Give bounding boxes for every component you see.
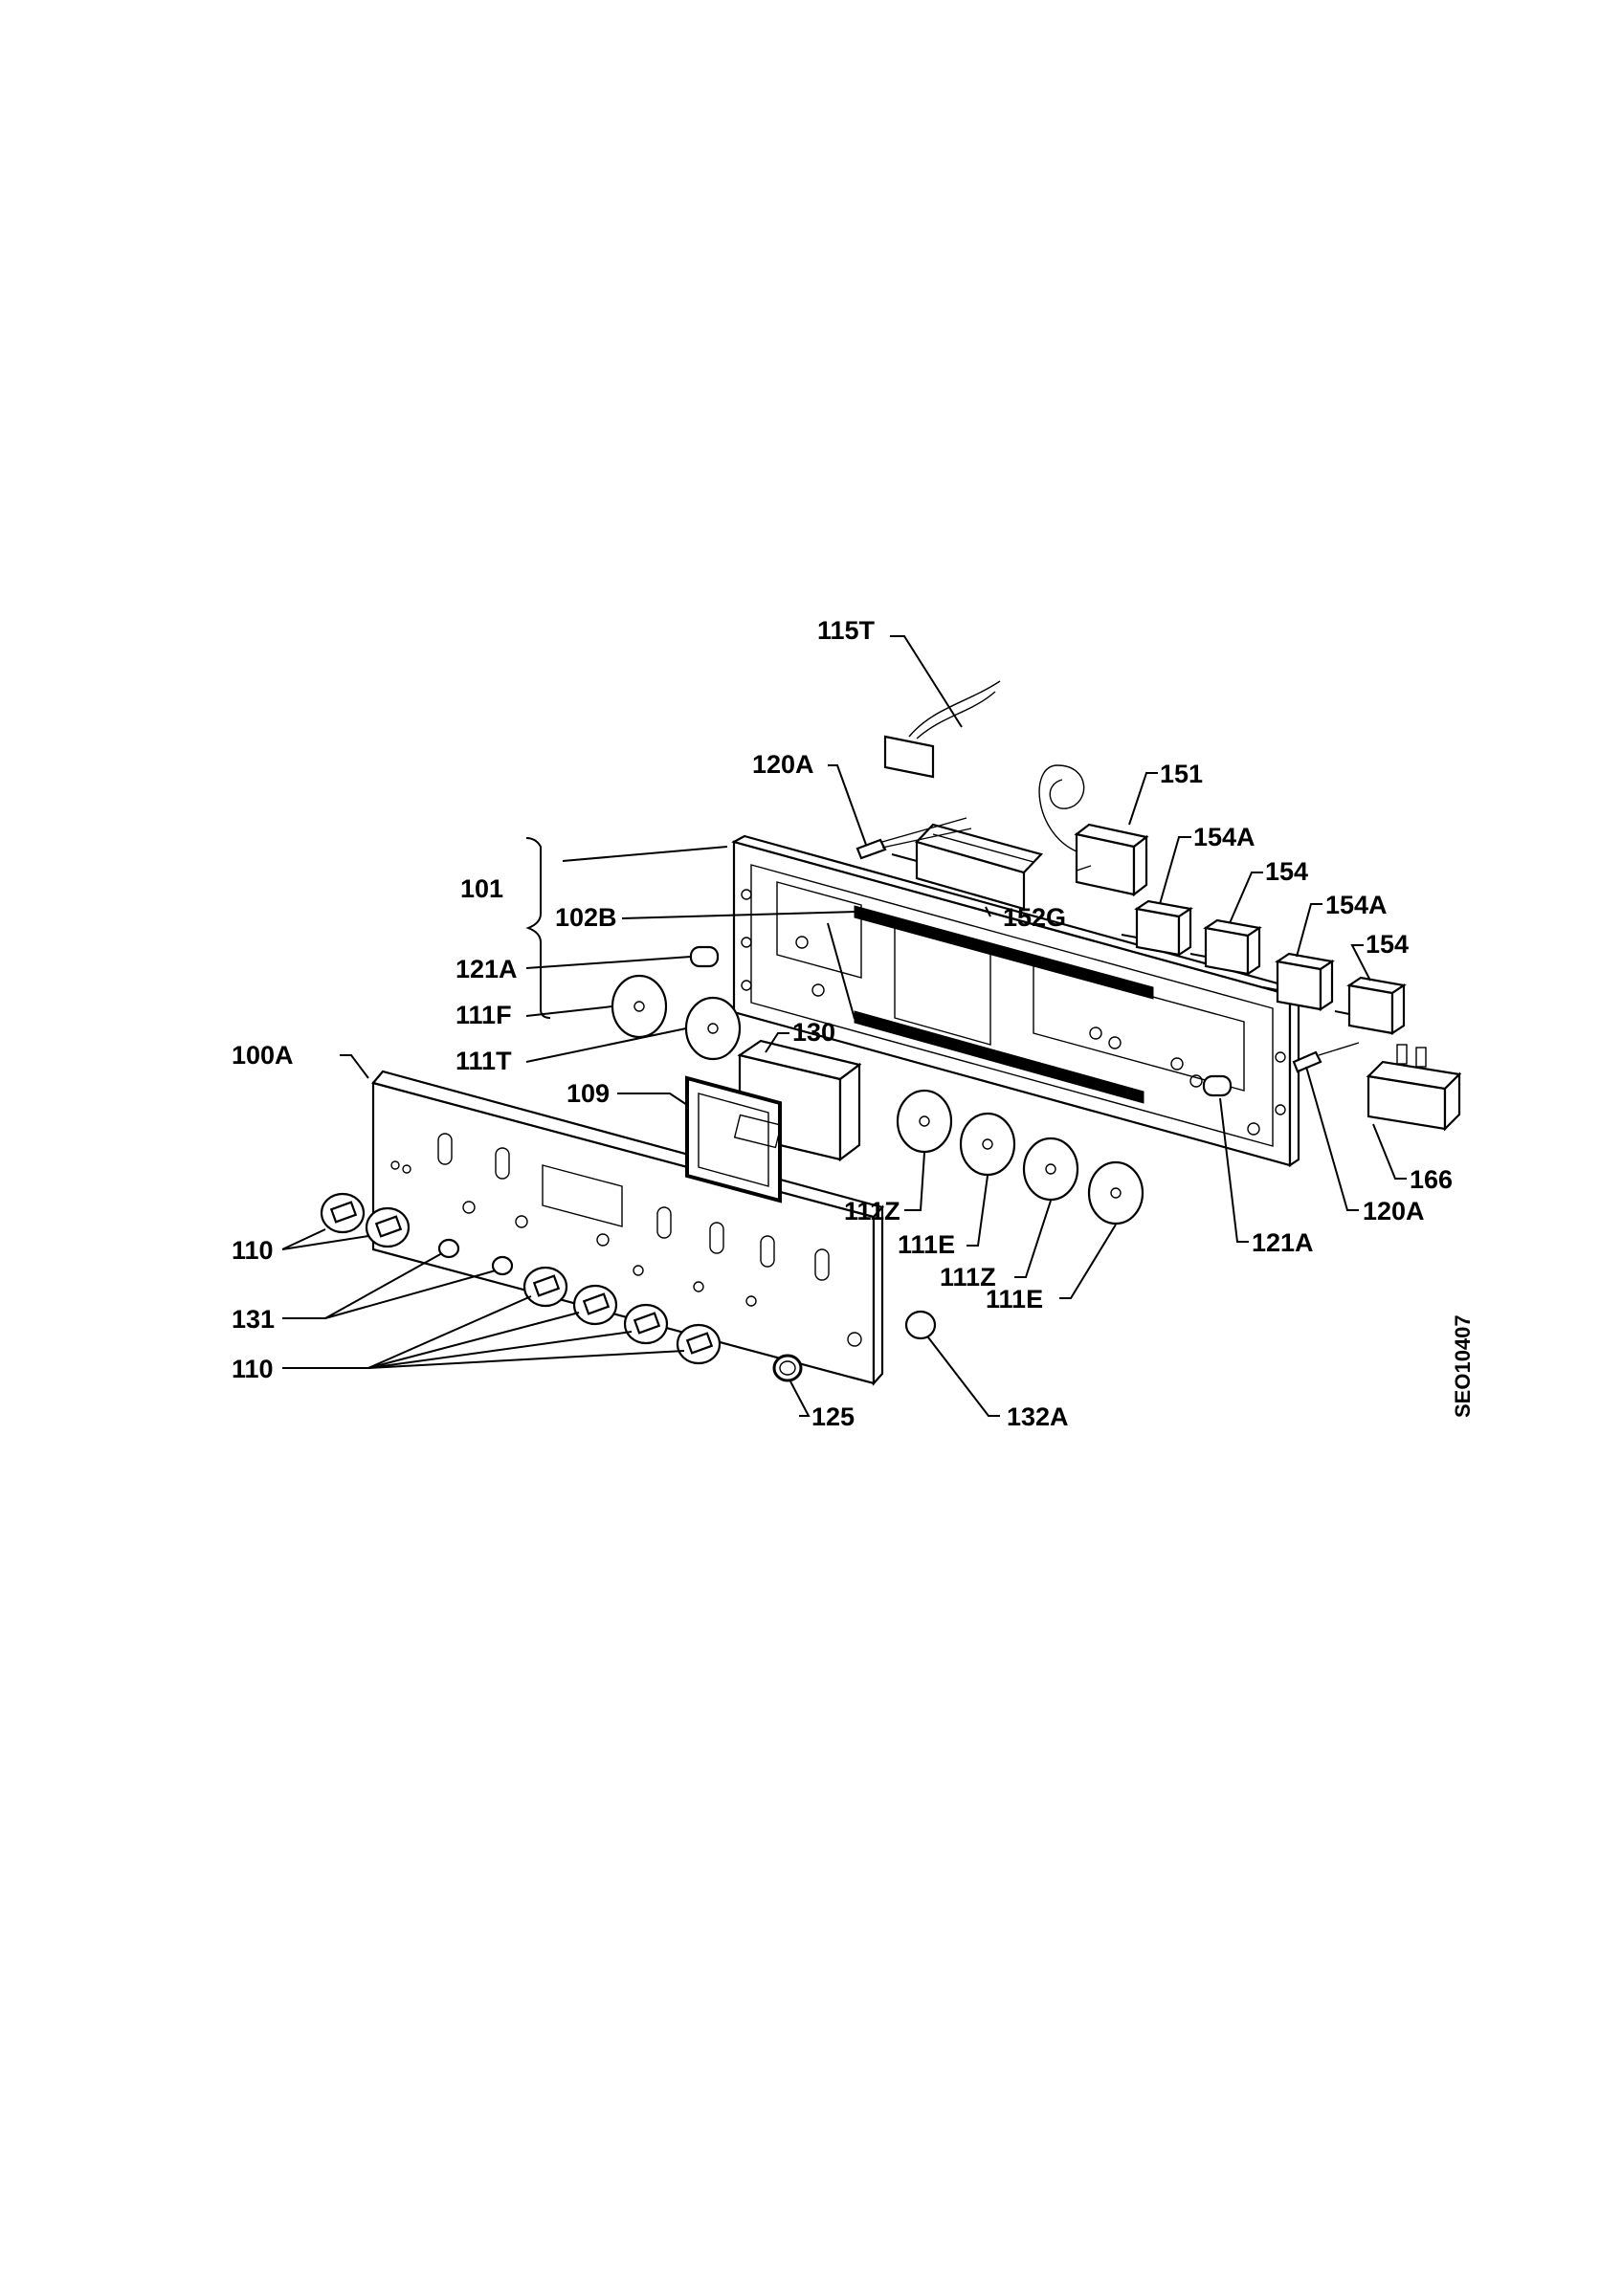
- label-166: 166: [1410, 1165, 1453, 1194]
- disc-111F: [611, 974, 668, 1039]
- label-120A-top: 120A: [752, 750, 814, 779]
- label-111Z-2: 111Z: [940, 1263, 996, 1292]
- ring-125: [772, 1354, 803, 1382]
- label-111F: 111F: [455, 1001, 512, 1029]
- knob-110-1: [320, 1192, 366, 1234]
- thermostat-151: [1038, 764, 1149, 897]
- label-154A-2: 154A: [1325, 891, 1388, 919]
- label-111Z-1: 111Z: [844, 1197, 900, 1225]
- knob-110-3: [522, 1266, 568, 1308]
- label-152G: 152G: [1003, 903, 1066, 932]
- leader-lines: [281, 635, 1407, 1417]
- regulator-154A-2: [1262, 952, 1335, 1012]
- signal-lamp-121A-left: [689, 945, 720, 968]
- disc-111E-2: [1087, 1160, 1144, 1225]
- label-111E-1: 111E: [898, 1230, 955, 1259]
- label-100A: 100A: [232, 1041, 294, 1070]
- wiring-harness-115T: [883, 680, 1001, 779]
- disc-111Z-1: [896, 1089, 953, 1154]
- label-132A: 132A: [1007, 1402, 1069, 1431]
- label-101: 101: [460, 874, 503, 903]
- regulator-154A-1: [1121, 899, 1193, 958]
- knob-110-2: [365, 1206, 411, 1248]
- regulator-154-1: [1189, 918, 1262, 977]
- signal-lamp-121A-right: [1202, 1074, 1233, 1097]
- disc-111Z-2: [1022, 1137, 1079, 1202]
- label-151: 151: [1160, 760, 1203, 788]
- label-110-top: 110: [232, 1236, 274, 1265]
- timer-frame-109: [685, 1075, 783, 1203]
- knob-110-4: [572, 1284, 618, 1326]
- label-131: 131: [232, 1305, 275, 1334]
- signal-lamp-120A-top: [855, 817, 972, 860]
- label-154-2: 154: [1366, 930, 1409, 959]
- label-109: 109: [567, 1079, 610, 1108]
- button-132A: [904, 1310, 937, 1340]
- label-110-bottom: 110: [232, 1355, 274, 1383]
- label-154A-1: 154A: [1193, 823, 1255, 851]
- knob-131-1: [437, 1238, 460, 1259]
- disc-111E-1: [959, 1112, 1016, 1177]
- label-154-1: 154: [1265, 857, 1308, 886]
- label-115T: 115T: [817, 616, 876, 645]
- label-102B: 102B: [555, 903, 617, 932]
- label-130: 130: [792, 1018, 835, 1047]
- label-125: 125: [811, 1402, 855, 1431]
- label-111T: 111T: [455, 1047, 512, 1075]
- label-120A-right: 120A: [1363, 1197, 1425, 1225]
- switch-166: [1366, 1044, 1462, 1132]
- selector-switch-152G: [891, 823, 1044, 911]
- label-121A-left: 121A: [455, 955, 518, 983]
- knob-110-6: [676, 1323, 722, 1365]
- drawing-code: SEO10407: [1451, 1314, 1475, 1418]
- label-121A-right: 121A: [1252, 1228, 1314, 1257]
- knob-110-5: [623, 1303, 669, 1345]
- regulator-154-2: [1334, 976, 1407, 1036]
- knob-131-2: [491, 1255, 514, 1276]
- disc-111T: [684, 996, 742, 1061]
- signal-lamp-120A-right: [1292, 1042, 1360, 1073]
- label-111E-2: 111E: [986, 1285, 1043, 1314]
